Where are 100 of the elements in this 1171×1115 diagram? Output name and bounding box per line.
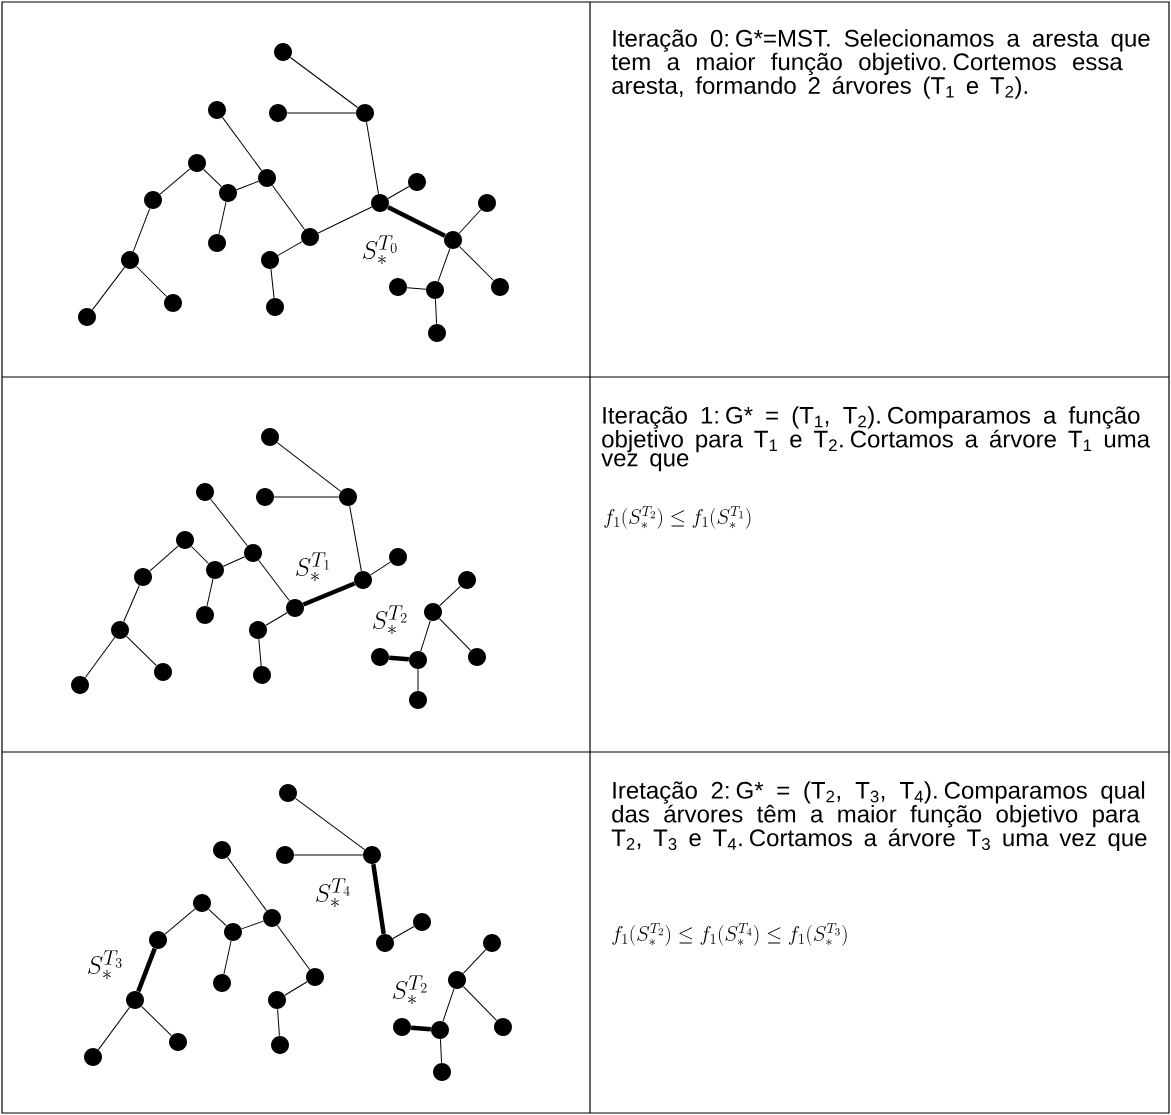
graph-vertex (408, 173, 426, 191)
graph-vertex (164, 294, 182, 312)
graph-vertex (444, 231, 462, 249)
tree-edge (241, 920, 264, 930)
graph-vertex (249, 621, 267, 639)
graph-vertex (224, 923, 242, 941)
tree-edge (97, 1006, 131, 1051)
graph-vertex (208, 234, 226, 252)
tree-edge (126, 635, 157, 667)
graph-vertex (409, 651, 427, 669)
graph-vertex (206, 561, 224, 579)
tree-edge (462, 986, 498, 1021)
tree-edge (434, 298, 438, 325)
tree-edge (132, 208, 151, 252)
graph-vertex (468, 648, 486, 666)
tree-label: $S_*^{T_3}$ (88, 950, 122, 979)
tree-edge (206, 578, 214, 607)
graph-vertex (483, 934, 501, 952)
graph-vertex (111, 621, 129, 639)
graph-vertex (371, 648, 389, 666)
tree-edge (222, 556, 246, 567)
graph-vertex (149, 931, 167, 949)
cut-edge (136, 947, 157, 993)
tree-edge (439, 585, 461, 607)
tree-label: $S_*^{T_1}$ (296, 552, 330, 581)
tree-edge (271, 184, 306, 231)
graph-vertex (494, 1018, 512, 1036)
tree-edge (437, 248, 451, 282)
tree-edge (258, 559, 290, 602)
graph-vertex (389, 278, 407, 296)
tree-edge (84, 636, 116, 679)
graph-vertex (389, 548, 407, 566)
graph-vertex (428, 324, 446, 342)
tree-label: $S_*^{T_4}$ (316, 878, 350, 907)
graph-vertex (253, 666, 271, 684)
graph-vertex (371, 194, 389, 212)
graph-vertex (256, 488, 274, 506)
graph-vertex (244, 544, 262, 562)
cut-edge (371, 863, 386, 935)
graph-vertex (266, 298, 284, 316)
graph-vertex (458, 571, 476, 589)
tree-edge (284, 981, 308, 996)
tree-edge (236, 180, 259, 191)
tree-edge (276, 442, 342, 492)
graph-vertex (219, 184, 237, 202)
graph-vertex (274, 43, 292, 61)
cut-edge (387, 205, 446, 238)
tree-edge (223, 940, 232, 975)
tree-edge (417, 668, 419, 692)
graph-vertex (71, 676, 89, 694)
graph-vertex (433, 1063, 451, 1081)
graph-vertex (286, 599, 304, 617)
tree-edge (265, 612, 288, 626)
graph-vertex (258, 169, 276, 187)
tree-edge (123, 584, 140, 623)
graph-vertex (213, 841, 231, 859)
tree-edge (289, 57, 359, 108)
step-text: Iteração 1: G* = (T$_{1}$, T$_{2}$). Comparamos a função objetivo para T$_{1}$ e T$_{2}$. Cortamos a árvore T$_{1}$ uma vez que (601, 406, 1151, 472)
graph-vertex (279, 784, 297, 802)
graph-vertex (188, 154, 206, 172)
graph-vertex (196, 606, 214, 624)
graph-vertex (84, 1048, 102, 1066)
graph-vertex (363, 846, 381, 864)
graph-vertex (144, 191, 162, 209)
tree-edge (270, 268, 275, 299)
tree-edge (221, 116, 263, 172)
graph-vertex (268, 991, 286, 1009)
graph-vertex (193, 894, 211, 912)
graph-vertex (478, 194, 496, 212)
graph-vertex (431, 1021, 449, 1039)
inequality-formula: $f_1(S_*^{T_2}) \le f_1(S_*^{T_1})$ (604, 506, 751, 529)
tree-edge (462, 949, 487, 974)
graph-vertex (134, 568, 152, 586)
tree-edge (141, 1005, 172, 1037)
tree-edge (406, 287, 427, 290)
tree-edge (191, 546, 209, 564)
graph-vertex (78, 308, 96, 326)
graph-vertex (339, 488, 357, 506)
tree-edge (164, 908, 196, 935)
tree-label: $S_*^{T_0}$ (363, 235, 397, 264)
graph-vertex (126, 991, 144, 1009)
graph-vertex (213, 974, 231, 992)
tree-label: $S_*^{T_2}$ (373, 605, 407, 634)
tree-edge (442, 988, 455, 1022)
cut-edge (411, 1025, 432, 1032)
step-text: Iteração 0: G*=MST. Selecionamos a aresta que tem a maior função objetivo. Cortemos essa aresta, formando 2 árvores (T$_{1}$ e T$_{2}$). (611, 29, 1150, 99)
graph-vertex (393, 1018, 411, 1036)
graph-vertex (261, 428, 279, 446)
graph-vertex (208, 101, 226, 119)
graph-vertex (491, 278, 509, 296)
cut-edge (389, 655, 409, 662)
graph-vertex (121, 251, 139, 269)
tree-edge (136, 266, 167, 297)
tree-edge (208, 908, 227, 927)
tree-edge (273, 496, 340, 498)
graph-vertex (169, 1033, 187, 1051)
inequality-formula: $f_1(S_*^{T_2}) \le f_1(S_*^{T_4}) \le f_1(S_*^{T_3})$ (612, 923, 847, 946)
tree-edge (420, 620, 431, 652)
tree-edge (392, 926, 415, 939)
graph-vertex (261, 251, 279, 269)
